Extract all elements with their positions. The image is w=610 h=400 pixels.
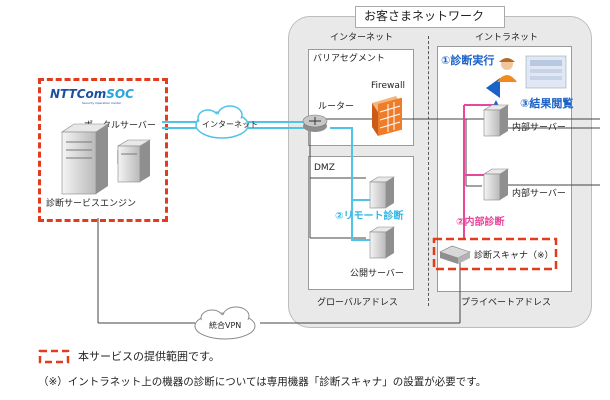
network-lines bbox=[97, 118, 600, 324]
remote-diagnosis-path bbox=[162, 121, 372, 241]
internal-server-label-1: 内部サーバー bbox=[512, 123, 566, 133]
customer-network-title: お客さまネットワーク bbox=[364, 9, 485, 23]
firewall-label: Firewall bbox=[371, 81, 405, 91]
diagnosis-engine-label: 診断サービスエンジン bbox=[46, 199, 137, 209]
zone-divider bbox=[428, 36, 429, 306]
internet-cloud-label: インターネット bbox=[202, 120, 258, 129]
vpn-cloud-label: 統合VPN bbox=[209, 321, 242, 330]
public-server-label: 公開サーバー bbox=[350, 269, 404, 279]
barrier-segment-label: バリアセグメント bbox=[313, 54, 385, 64]
firewall-icon bbox=[372, 96, 402, 136]
dmz-label: DMZ bbox=[314, 163, 335, 173]
internal-server-label-2: 内部サーバー bbox=[512, 189, 566, 199]
private-address-label: プライベートアドレス bbox=[461, 298, 552, 308]
ntt-logo-left: NTTCom bbox=[50, 87, 107, 101]
intranet-server-shapes bbox=[482, 104, 510, 201]
global-address-label: グローバルアドレス bbox=[317, 298, 398, 308]
operator-user-icon bbox=[497, 55, 567, 89]
step-remote-diagnosis: ②リモート診断 bbox=[335, 211, 404, 222]
dmz-server-shapes bbox=[368, 176, 396, 259]
scanner-device-icon bbox=[439, 245, 471, 264]
legend-note-text: （※）イントラネット上の機器の診断については専用機器「診断スキャナ」の設置が必要… bbox=[38, 376, 487, 388]
step-internal-diagnosis: ②内部診断 bbox=[456, 217, 505, 228]
internet-cloud-shape bbox=[195, 105, 249, 139]
intranet-zone-label: イントラネット bbox=[475, 33, 539, 43]
legend-scope-text: 本サービスの提供範囲です。 bbox=[78, 350, 220, 363]
ntt-logo-text: NTTComSOC bbox=[50, 88, 134, 100]
internet-zone-label: インターネット bbox=[330, 33, 394, 43]
legend-scope-swatch bbox=[38, 349, 70, 364]
step-result-view: ③結果閲覧 bbox=[520, 97, 574, 110]
vpn-cloud-shape bbox=[194, 306, 256, 340]
scanner-label: 診断スキャナ（※） bbox=[474, 251, 554, 261]
scanner-scope-box bbox=[432, 237, 558, 271]
router-icon bbox=[302, 114, 328, 132]
step-diagnosis-run: ①診断実行 bbox=[441, 54, 495, 67]
ntt-logo-right: SOC bbox=[106, 87, 134, 101]
portal-server-shapes bbox=[61, 123, 152, 195]
portal-server-label: ポータルサーバー bbox=[84, 121, 156, 131]
customer-network-title-box bbox=[355, 6, 505, 28]
router-label: ルーター bbox=[318, 102, 355, 112]
service-scope-box bbox=[38, 78, 168, 222]
ntt-logo-subtitle: Security Operation Center bbox=[82, 101, 122, 105]
